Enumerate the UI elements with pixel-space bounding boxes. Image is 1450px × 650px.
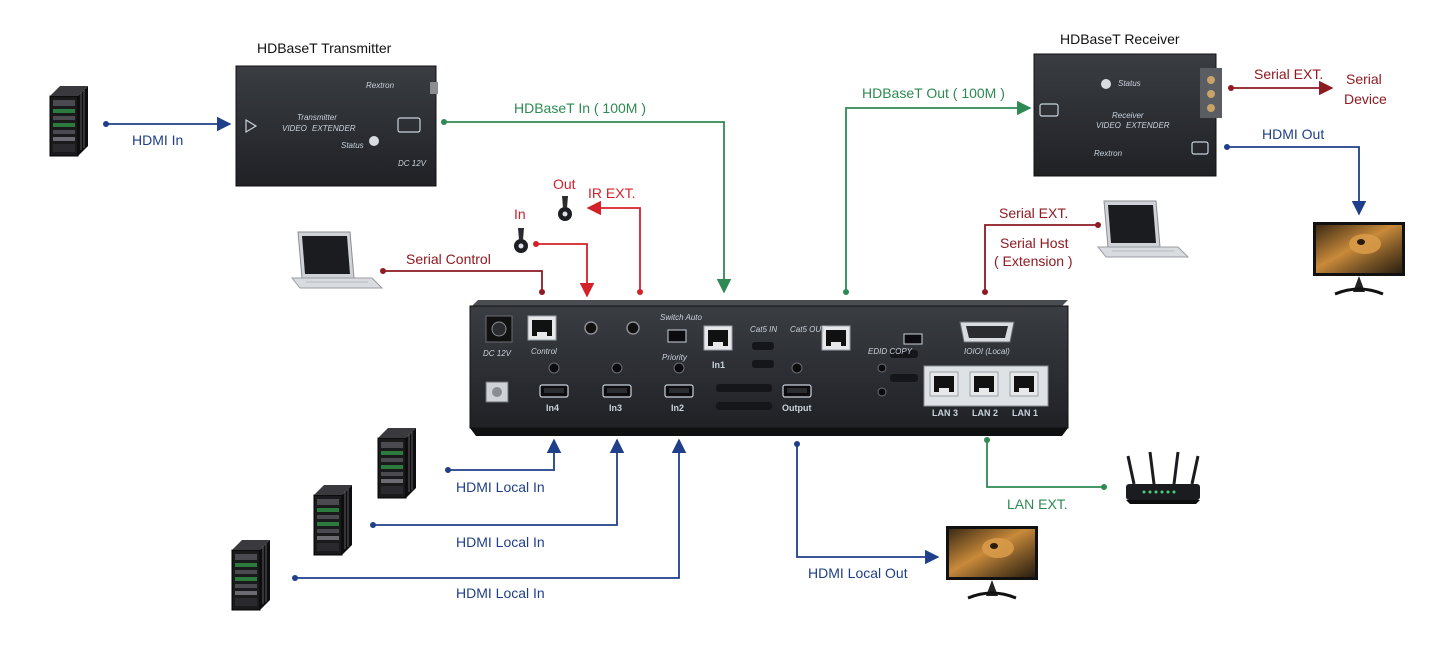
priority-label: Priority [662,353,688,362]
label-hdmi-out: HDMI Out [1262,126,1324,142]
laptop-serial-control-icon [291,231,383,289]
label-hdmi-local-in-1: HDMI Local In [456,479,545,495]
label-serial-device-2: Device [1344,91,1387,107]
line-serial-control: Serial Control [380,251,545,295]
switcher-control-label: Control [531,347,557,356]
line-ir-ext: IR EXT. Out [553,176,643,295]
line-hdbaset-in: HDBaseT In ( 100M ) [441,100,732,294]
lan2-label: LAN 2 [972,408,998,418]
label-serial-control: Serial Control [406,251,491,267]
hdbaset-receiver: HDBaseT Receiver Receiver VIDEO EXTENDER… [1033,31,1222,177]
source-server-icon [49,85,89,157]
line-hdmi-local-out: HDMI Local Out [794,441,940,581]
transmitter-power: DC 12V [398,159,427,168]
label-hdmi-in: HDMI In [132,132,183,148]
label-lan-ext: LAN EXT. [1007,496,1068,512]
line-hdmi-local-in-1: HDMI Local In [445,438,562,495]
edid-label: EDID COPY [868,347,913,356]
label-hdbaset-out: HDBaseT Out ( 100M ) [862,85,1005,101]
ir-in-sensor-icon [514,228,528,253]
hdmi-port-output-icon [782,384,812,398]
label-hdbaset-in: HDBaseT In ( 100M ) [514,100,646,116]
switcher-power-label: DC 12V [483,349,512,358]
label-hdmi-local-in-3: HDMI Local In [456,585,545,601]
hdmi-port-in2-icon [664,384,694,398]
line-ir-in: In [514,206,595,298]
local-server-1-icon [377,427,417,499]
receiver-face-1: Receiver [1112,111,1144,120]
transmitter-face-1: Transmitter [297,113,337,122]
label-serial-host-2: ( Extension ) [994,253,1073,269]
transmitter-face-3: EXTENDER [312,124,356,133]
local-server-3-icon [231,539,271,611]
receiver-title: HDBaseT Receiver [1060,31,1180,47]
line-serial-ext-top: Serial EXT. Serial Device [1228,66,1387,107]
local-server-2-icon [313,484,353,556]
receiver-brand: Rextron [1094,149,1123,158]
monitor-local-icon [944,524,1040,600]
in1-label: In1 [712,360,725,370]
line-hdmi-local-in-2: HDMI Local In [370,438,625,550]
transmitter-title: HDBaseT Transmitter [257,40,392,56]
line-serial-host: Serial EXT. Serial Host ( Extension ) [982,205,1101,295]
receiver-status: Status [1118,79,1141,88]
switch-auto-label: Switch Auto [660,313,702,322]
serial-port-label: IOIOI (Local) [964,347,1010,356]
lan3-label: LAN 3 [932,408,958,418]
line-hdmi-in: HDMI In [103,116,232,148]
transmitter-brand: Rextron [366,81,395,90]
label-ir-ext: IR EXT. [588,185,635,201]
label-hdmi-local-in-2: HDMI Local In [456,534,545,550]
label-ir-in: In [514,206,526,222]
transmitter-status: Status [341,141,364,150]
cat5-out-port-icon [821,325,851,351]
hdmi-switcher: DC 12V Control Switch Auto Priority In4 … [469,300,1069,436]
in4-label: In4 [546,403,559,413]
line-hdbaset-out: HDBaseT Out ( 100M ) [843,85,1032,295]
line-lan-ext: LAN EXT. [984,437,1107,512]
label-serial-device-1: Serial [1346,71,1382,87]
label-ir-out: Out [553,176,576,192]
transmitter-face-2: VIDEO [282,124,307,133]
lan1-label: LAN 1 [1012,408,1038,418]
hdbaset-transmitter: HDBaseT Transmitter Transmitter VIDEO EX… [235,40,438,187]
output-label: Output [782,403,812,413]
hdmi-port-in3-icon [602,384,632,398]
in2-label: In2 [671,403,684,413]
in3-label: In3 [609,403,622,413]
lan3-port-icon [929,371,959,397]
cat5-out-label: Cat5 OUT [790,325,827,334]
receiver-face-3: EXTENDER [1126,121,1170,130]
receiver-face-2: VIDEO [1096,121,1121,130]
laptop-serial-host-icon [1097,200,1189,258]
line-hdmi-out: HDMI Out [1224,126,1367,216]
ir-out-sensor-icon [558,196,572,221]
cat5-in-label: Cat5 IN [750,325,777,334]
hdmi-port-in4-icon [539,384,569,398]
line-hdmi-local-in-3: HDMI Local In [292,438,687,601]
control-port-icon [527,315,557,341]
label-serial-ext-right: Serial EXT. [999,205,1068,221]
label-hdmi-local-out: HDMI Local Out [808,565,908,581]
lan2-port-icon [969,371,999,397]
monitor-remote-icon [1311,220,1407,296]
cat5-in-port-icon [703,325,733,351]
label-serial-host-1: Serial Host [1000,235,1069,251]
lan1-port-icon [1009,371,1039,397]
label-serial-ext-top: Serial EXT. [1254,66,1323,82]
router-icon [1124,450,1202,506]
